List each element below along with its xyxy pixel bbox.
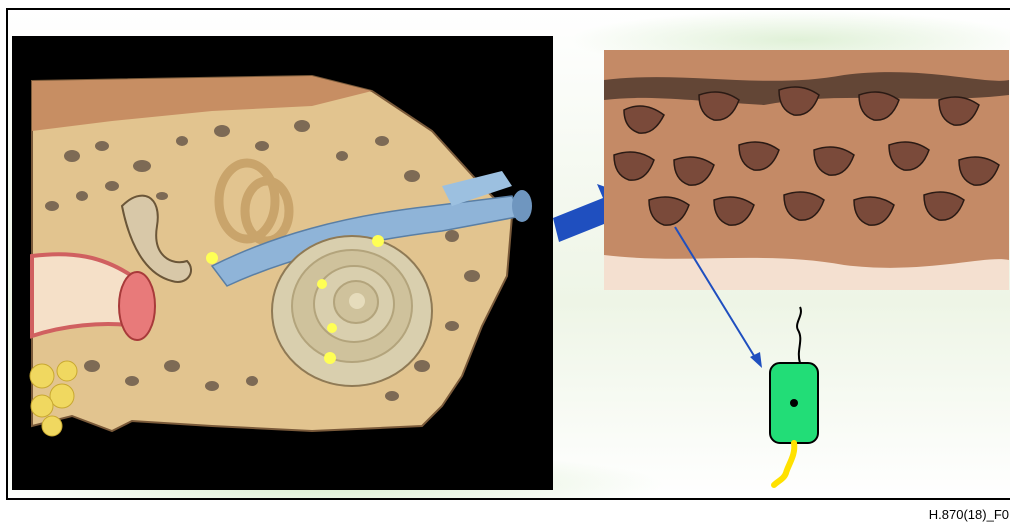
sensor-device-icon (760, 305, 830, 490)
cochlear-hair-cells-illustration (604, 50, 1009, 290)
ear-cross-section-illustration (12, 36, 553, 490)
ear-cross-section-panel (12, 36, 553, 490)
pointer-arrow-icon (670, 225, 770, 370)
figure-reference-label: H.870(18)_F0 (929, 507, 1009, 522)
eardrum (119, 272, 155, 340)
cochlea (272, 236, 432, 386)
hair-cell-panel (604, 50, 1009, 290)
